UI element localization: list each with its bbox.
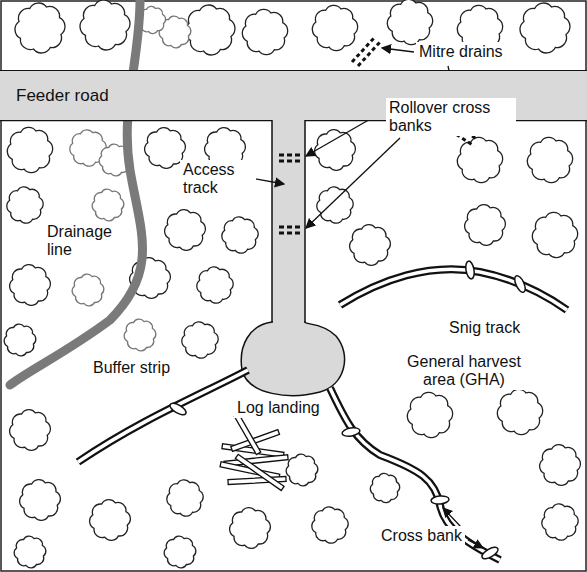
tree-canopy	[10, 265, 51, 306]
tree-canopy	[165, 210, 206, 251]
tree-canopy	[20, 480, 61, 521]
tree-canopy	[124, 319, 156, 351]
tree-canopy	[315, 130, 356, 171]
area-label: Log landing	[234, 398, 323, 418]
snig-track	[78, 269, 567, 560]
tree-canopy	[542, 504, 578, 540]
tree-canopy	[90, 500, 131, 541]
tree-canopy	[4, 324, 36, 356]
tree-canopy	[532, 212, 577, 257]
tree-canopy	[7, 187, 43, 223]
callout-label: Mitre drains	[416, 42, 506, 62]
tree-canopy	[312, 507, 348, 543]
tree-canopy	[72, 274, 104, 306]
tree-canopy	[407, 392, 452, 437]
callout-label: Access track	[180, 160, 256, 198]
log-landing	[241, 322, 344, 396]
tree-canopy	[520, 3, 570, 53]
tree-canopy	[230, 508, 271, 549]
access-track	[272, 118, 305, 324]
tree-canopy	[540, 445, 581, 486]
tree-canopy	[527, 137, 572, 182]
tree-canopy	[370, 473, 399, 502]
tree-canopy	[312, 5, 357, 50]
tree-canopy	[185, 5, 235, 55]
tree-canopy	[15, 3, 65, 53]
tree-canopy	[222, 217, 258, 253]
tree-canopy	[10, 410, 51, 451]
drainage-line	[10, 0, 143, 385]
tree-canopy	[457, 137, 502, 182]
tree-canopy	[164, 536, 196, 568]
cross-bank	[168, 260, 527, 561]
tree-canopy	[497, 389, 542, 434]
rollover-cross-bank	[279, 155, 300, 233]
area-label: Drainage line	[44, 222, 130, 260]
road-name: Feeder road	[16, 86, 109, 106]
callout-label: Rollover cross banks	[386, 98, 516, 136]
area-label: Buffer strip	[90, 358, 173, 378]
tree-canopy	[387, 0, 432, 45]
tree-canopy	[350, 225, 391, 266]
log-pile	[220, 414, 288, 491]
tree-canopy	[182, 322, 218, 358]
tree-canopy	[7, 127, 52, 172]
area-label: General harvest area (GHA)	[386, 352, 542, 390]
tree-canopy	[14, 536, 46, 568]
tree-canopy	[286, 454, 318, 486]
tree-canopy	[242, 9, 287, 54]
tree-canopy	[80, 0, 130, 50]
tree-canopy	[167, 480, 203, 516]
callout-label: Cross bank	[378, 526, 465, 546]
tree-canopy	[197, 267, 233, 303]
area-label: Snig track	[446, 318, 523, 338]
tree-canopy	[465, 205, 506, 246]
tree-canopy	[317, 187, 353, 223]
tree-canopy	[92, 189, 124, 221]
